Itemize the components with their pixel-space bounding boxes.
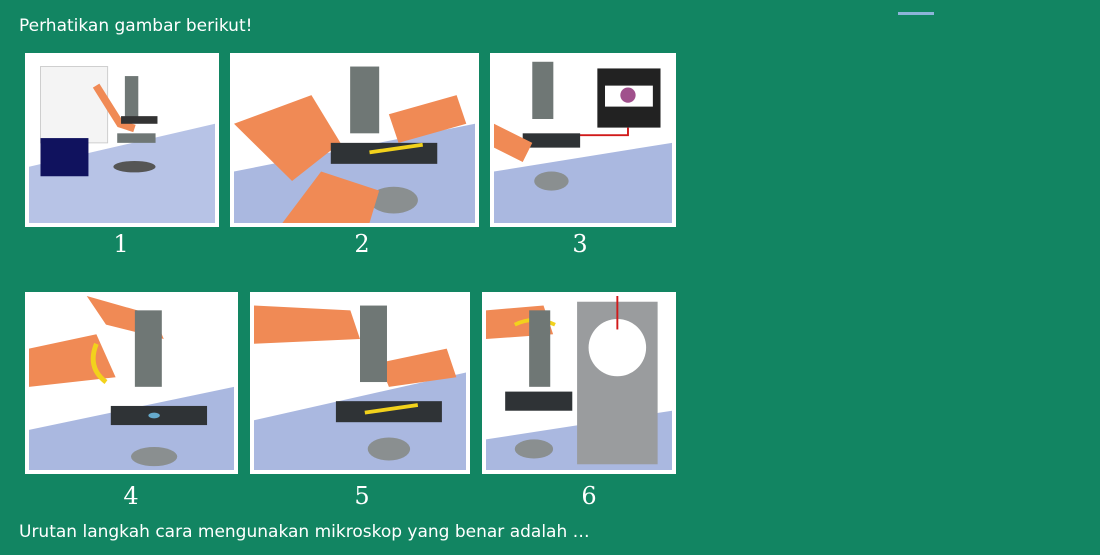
step-number-5: 5 <box>342 482 382 510</box>
step-image-2 <box>230 53 479 227</box>
step-image-6 <box>482 292 676 474</box>
step-number-1: 1 <box>101 230 141 258</box>
step-number-2: 2 <box>342 230 382 258</box>
step-image-5 <box>250 292 470 474</box>
step-image-3 <box>490 53 676 227</box>
instruction-title: Perhatikan gambar berikut! <box>19 16 252 36</box>
step-number-4: 4 <box>111 482 151 510</box>
decorative-line <box>898 12 934 15</box>
step-image-1 <box>25 53 219 227</box>
question-text: Urutan langkah cara mengunakan mikroskop… <box>19 522 590 542</box>
step-image-4 <box>25 292 238 474</box>
step-number-6: 6 <box>569 482 609 510</box>
step-number-3: 3 <box>560 230 600 258</box>
